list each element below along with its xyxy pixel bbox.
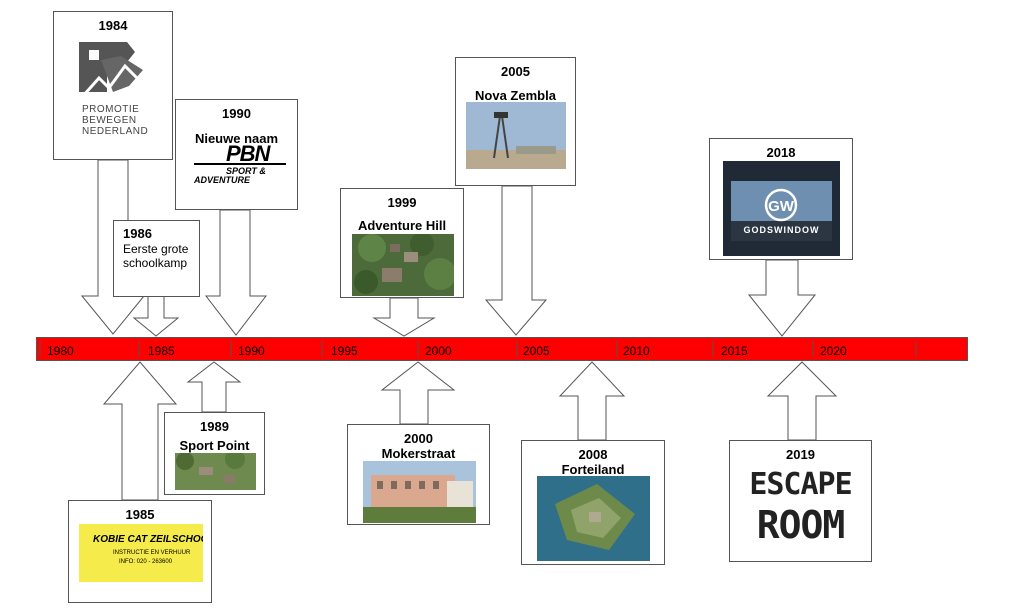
godswindow-logo-text: GODSWINDOW <box>743 225 820 235</box>
kobie-cat-logo-line2: INFO: 020 - 263600 <box>119 559 173 565</box>
pbn-logo-line-2: BEWEGEN <box>82 115 137 126</box>
tick-label-1995: 1995 <box>331 344 358 358</box>
godswindow-photo: GW <box>723 161 840 256</box>
event-2000-box: 2000 Mokerstraat <box>347 424 490 525</box>
tick-label-2000: 2000 <box>425 344 452 358</box>
tick-label-2005: 2005 <box>523 344 550 358</box>
svg-text:GW: GW <box>768 198 795 215</box>
event-2019-year: 2019 <box>786 447 815 462</box>
event-1989-box: 1989 Sport Point <box>164 412 265 495</box>
event-2005-box: 2005 Nova Zembla <box>455 57 576 186</box>
event-2000-title: Mokerstraat <box>381 446 456 461</box>
event-2018-box: 2018 GW GODSWINDOW <box>709 138 853 260</box>
event-1990-box: 1990 Nieuwe naam PBN SPORT & ADVENTURE <box>175 99 298 210</box>
pbn-sport-logo-main: PBN <box>226 141 270 166</box>
arrow-1985 <box>102 361 178 501</box>
event-2008-year: 2008 <box>578 447 608 462</box>
adventure-hill-photo <box>352 234 454 296</box>
mokerstraat-photo <box>363 461 476 523</box>
pbn-sport-logo-line <box>194 163 286 165</box>
tick-label-1985: 1985 <box>148 344 175 358</box>
event-1989-title: Sport Point <box>179 438 250 453</box>
kobie-cat-logo-line1: INSTRUCTIE EN VERHUUR <box>113 550 191 556</box>
event-1985-box: 1985 KOBIE CAT ZEILSCHOOL INSTRUCTIE EN … <box>68 500 212 603</box>
event-2000-year: 2000 <box>404 431 433 446</box>
event-1984-year: 1984 <box>98 18 128 33</box>
arrow-2005 <box>484 185 548 336</box>
event-2005-year: 2005 <box>501 64 530 79</box>
pbn-sport-logo-sub1: SPORT & <box>226 166 266 176</box>
nova-zembla-photo <box>466 102 566 169</box>
pbn-logo-icon <box>79 42 143 97</box>
arrow-2019 <box>766 361 838 441</box>
event-1986-year: 1986 <box>123 226 152 241</box>
event-1999-title: Adventure Hill <box>357 218 447 233</box>
event-2008-box: 2008 Forteiland <box>521 440 665 565</box>
event-1985-year: 1985 <box>125 507 155 522</box>
pbn-logo-line-3: NEDERLAND <box>82 126 149 137</box>
escape-room-logo-line2: ROOM <box>756 503 846 547</box>
event-2018-year: 2018 <box>766 145 796 160</box>
pbn-logo-line-1: PROMOTIE <box>82 104 140 115</box>
sport-point-photo <box>175 453 256 490</box>
event-1986-text: Eerste grote schoolkamp <box>123 242 189 270</box>
tick-label-2010: 2010 <box>623 344 650 358</box>
event-2019-box: 2019 ESCAPE ROOM <box>729 440 872 562</box>
kobie-cat-logo: KOBIE CAT ZEILSCHOOL INSTRUCTIE EN VERHU… <box>79 524 203 582</box>
arrow-2008 <box>558 361 626 441</box>
arrow-1999 <box>372 297 436 337</box>
forteiland-photo <box>537 476 650 561</box>
event-1990-title: Nieuwe naam <box>194 131 279 146</box>
escape-room-logo-line1: ESCAPE <box>749 467 852 502</box>
tick-label-2015: 2015 <box>721 344 748 358</box>
event-2005-title: Nova Zembla <box>475 88 556 103</box>
event-1989-year: 1989 <box>200 419 229 434</box>
event-1986-box: 1986 Eerste grote schoolkamp <box>113 220 200 297</box>
kobie-cat-logo-name: KOBIE CAT ZEILSCHOOL <box>93 534 203 545</box>
event-2008-title: Forteiland <box>561 462 625 477</box>
pbn-sport-logo-sub2: ADVENTURE <box>194 175 251 185</box>
arrow-1986 <box>132 295 180 337</box>
arrow-1990 <box>204 209 268 336</box>
event-1984-box: 1984 PROMOTIE BEWEGEN NEDERLAND <box>53 11 173 160</box>
arrow-2018 <box>747 259 817 337</box>
tick-label-1990: 1990 <box>238 344 265 358</box>
event-1999-year: 1999 <box>387 195 417 210</box>
arrow-2000 <box>380 361 456 425</box>
event-1990-year: 1990 <box>222 106 251 121</box>
event-1999-box: 1999 Adventure Hill <box>340 188 464 298</box>
tick-label-2020: 2020 <box>820 344 847 358</box>
arrow-1989 <box>186 361 242 413</box>
tick-label-1980: 1980 <box>47 344 74 358</box>
